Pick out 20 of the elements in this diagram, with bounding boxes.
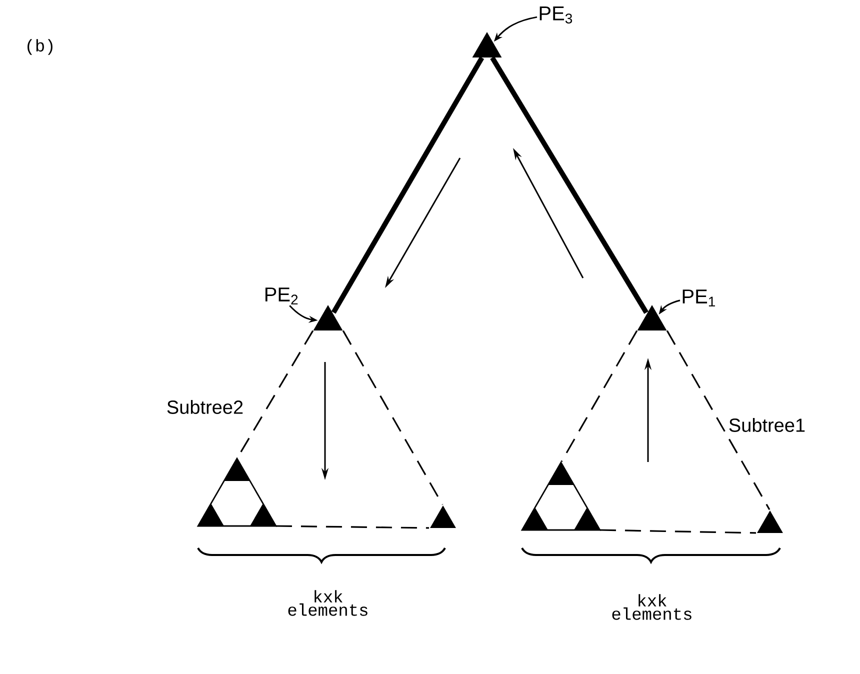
pe-label: PE$_{2}$ (265, 288, 298, 304)
dashed-line (342, 330, 444, 506)
subtree-label: Subtree2 (167, 400, 243, 414)
leaf-triangle (430, 506, 456, 528)
tree-branch (331, 56, 484, 314)
tree-branch (490, 56, 648, 314)
dashed-line (276, 525, 430, 529)
processor-triangle (472, 32, 502, 58)
pe-label: PE$_{1}$ (682, 290, 715, 306)
pe-label: PE$_{3}$ (540, 6, 572, 24)
dashed-line (600, 529, 756, 534)
dashed-line (560, 330, 638, 462)
element-count: kxk elements (612, 594, 692, 620)
processor-triangle (637, 305, 667, 330)
dashed-line (666, 330, 770, 510)
element-count: kxk elements (288, 590, 368, 616)
label-text: (b) (28, 39, 52, 55)
subtree-label: Subtree1 (729, 418, 805, 432)
leaf-triangle (757, 510, 783, 533)
processor-triangle (313, 305, 343, 330)
